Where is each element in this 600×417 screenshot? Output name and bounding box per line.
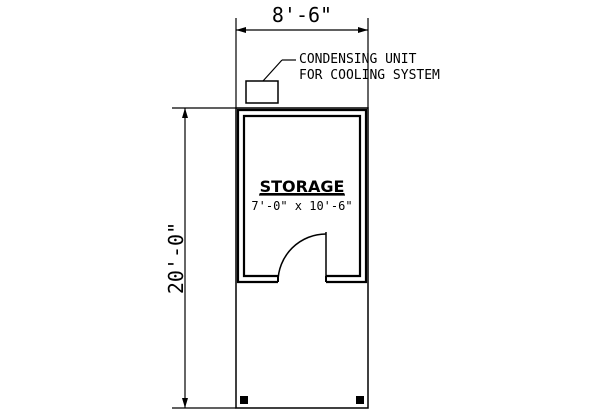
condensing-unit-label-line2: FOR COOLING SYSTEM <box>299 68 440 83</box>
condensing-unit-label-line1: CONDENSING UNIT <box>299 52 417 67</box>
door-swing <box>277 232 327 283</box>
storage-walls <box>236 108 368 284</box>
width-dimension-label: 8'-6" <box>272 3 332 27</box>
corner-post-left <box>240 396 248 404</box>
room-name: STORAGE <box>260 177 345 196</box>
slab-outline <box>235 107 369 409</box>
room-size: 7'-0" x 10'-6" <box>251 199 352 213</box>
length-dimension: 20'-0" <box>164 107 236 409</box>
width-dimension: 8'-6" <box>235 3 369 108</box>
corner-post-right <box>356 396 364 404</box>
condensing-unit: CONDENSING UNIT FOR COOLING SYSTEM <box>245 52 440 104</box>
length-dimension-label: 20'-0" <box>164 222 188 294</box>
